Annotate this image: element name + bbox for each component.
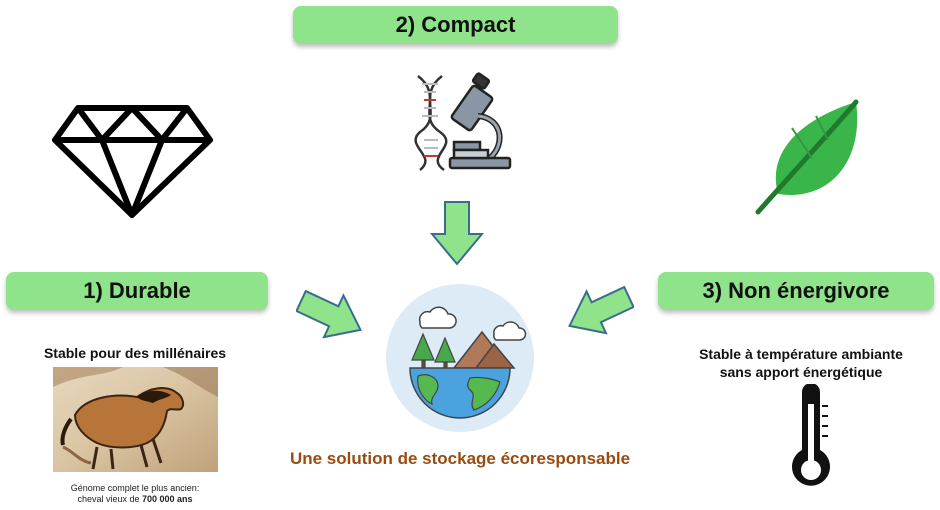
energy-caption-line2: sans apport énergétique [719, 364, 883, 380]
energy-caption-line1: Stable à température ambiante [699, 346, 903, 362]
leaf-icon [755, 99, 859, 215]
dna-microscope-icon [414, 72, 512, 172]
thermometer-icon [792, 384, 830, 486]
center-tagline: Une solution de stockage écoresponsable [289, 449, 631, 468]
energy-label-text: 3) Non énergivore [702, 278, 890, 303]
durable-note-line1: Génome complet le plus ancien: [70, 483, 200, 493]
arrow-left-to-center [296, 290, 362, 339]
compact-label-text: 2) Compact [395, 12, 516, 37]
compact-label: 2) Compact [293, 6, 618, 44]
eco-globe-icon [386, 284, 534, 432]
energy-label: 3) Non énergivore [658, 272, 934, 310]
cave-painting-horse-image [53, 367, 218, 472]
diamond-icon [52, 105, 213, 218]
arrow-right-to-center [568, 286, 634, 335]
durable-note: Génome complet le plus ancien: cheval vi… [40, 483, 230, 505]
durable-note-line2: cheval vieux de 700 000 ans [77, 494, 193, 504]
arrow-down [430, 201, 484, 266]
energy-caption: Stable à température ambiante sans appor… [670, 345, 932, 381]
durable-label: 1) Durable [6, 272, 268, 310]
durable-caption: Stable pour des millénaires [43, 345, 227, 361]
durable-label-text: 1) Durable [83, 278, 191, 303]
